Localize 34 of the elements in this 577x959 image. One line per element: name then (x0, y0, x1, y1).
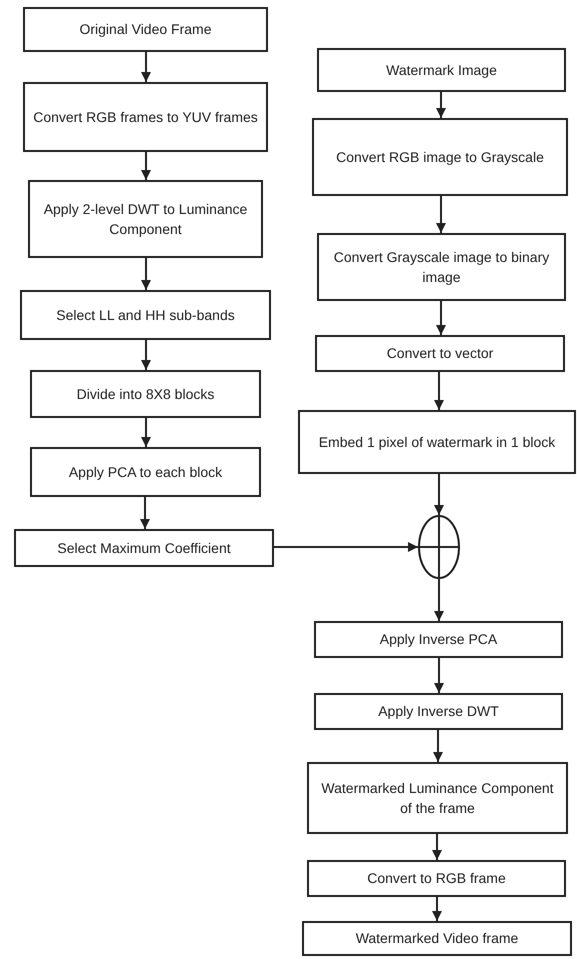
process-box: Convert RGB frames to YUV frames (23, 82, 268, 152)
arrow (436, 92, 446, 118)
process-box: Select Maximum Coefficient (14, 529, 274, 567)
arrow (141, 340, 151, 370)
process-box: Convert to RGB frame (307, 860, 566, 897)
arrow (432, 897, 442, 921)
arrow (432, 834, 442, 860)
arrow (434, 372, 444, 410)
arrow (436, 301, 446, 335)
process-box: Original Video Frame (23, 7, 268, 52)
arrow (141, 418, 151, 447)
process-box: Apply Inverse DWT (314, 693, 563, 730)
process-box: Watermarked Luminance Component of the frame (307, 762, 568, 834)
process-box: Apply Inverse PCA (314, 621, 563, 658)
process-box: Embed 1 pixel of watermark in 1 block (298, 410, 576, 474)
process-box: Watermark Image (317, 48, 566, 92)
process-box: Convert Grayscale image to binary image (317, 233, 566, 301)
arrow (141, 258, 151, 290)
process-box: Apply 2-level DWT to Luminance Component (28, 180, 263, 258)
process-box: Watermarked Video frame (302, 921, 572, 956)
arrow (140, 497, 150, 529)
arrow (433, 730, 443, 762)
arrow (434, 658, 444, 693)
arrow (274, 542, 418, 552)
arrow (141, 152, 151, 180)
arrow (436, 196, 446, 233)
process-box: Convert RGB image to Grayscale (312, 118, 568, 196)
process-box: Convert to vector (315, 335, 565, 372)
process-box: Divide into 8X8 blocks (30, 370, 261, 418)
arrow (434, 474, 444, 515)
process-box: Select LL and HH sub-bands (20, 290, 271, 340)
arrow (141, 52, 151, 82)
process-box: Apply PCA to each block (30, 447, 261, 497)
arrow (434, 579, 444, 621)
